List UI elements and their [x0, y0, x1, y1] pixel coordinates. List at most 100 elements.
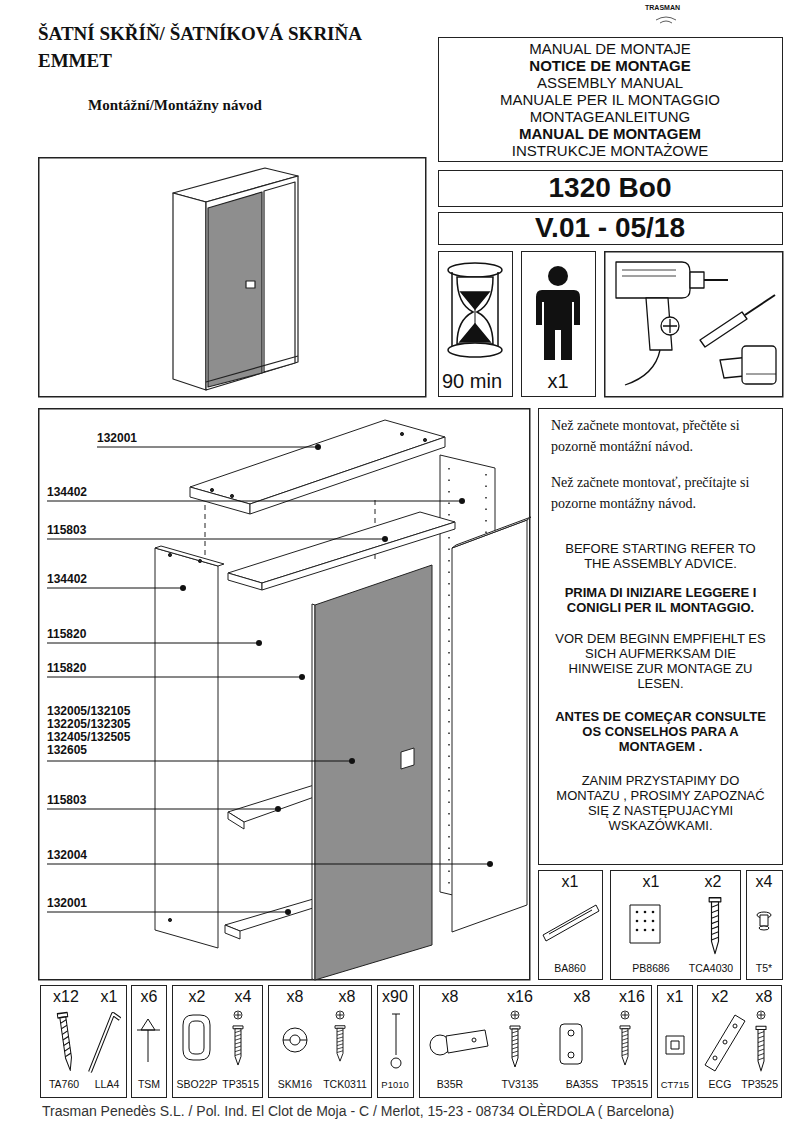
trasman-logo [656, 17, 676, 20]
tools-icon [745, 295, 775, 315]
language-title: MANUAL DE MONTAJE [439, 40, 781, 57]
part-number: 115803 [47, 793, 86, 807]
quantity: x8 [574, 987, 591, 1006]
hardware-icons [396, 1014, 397, 1055]
part-code: TV3135 [502, 1078, 539, 1091]
exploded-view [228, 573, 262, 590]
hardware-icons [759, 926, 769, 930]
frames [39, 158, 426, 397]
hardware-box: x8x8SKM16TCK0311 [268, 985, 372, 1098]
hardware-icons [644, 929, 647, 932]
tools-icon [661, 317, 679, 335]
hardware-icons [148, 1030, 149, 1062]
hardware-icons [290, 1035, 300, 1045]
wardrobe-preview [206, 356, 298, 382]
wardrobe-preview [173, 168, 298, 390]
leader-lines [47, 501, 462, 502]
leader-lines [47, 864, 490, 865]
hardware-icons [723, 1040, 727, 1044]
quantity: x1 [667, 987, 684, 1006]
leader-lines [47, 912, 288, 913]
quantity: x2 [189, 987, 206, 1006]
tools-icon [663, 319, 677, 333]
exploded-view [228, 812, 244, 829]
hardware-icons [510, 1026, 520, 1067]
hardware-box: x2x4SBO22PTP3515 [172, 985, 263, 1098]
part-code: TCA4030 [689, 962, 733, 975]
time-value: 90 min [442, 370, 502, 393]
hardware-icons [57, 1012, 75, 1071]
part-number: 115803 [47, 523, 86, 537]
tools-icon [616, 262, 690, 298]
tools-icon [690, 272, 704, 288]
hardware-icons [543, 905, 599, 941]
language-title: MANUALE PER IL MONTAGGIO [439, 91, 781, 108]
wardrobe-preview [173, 193, 206, 390]
hardware-icons [644, 920, 647, 923]
part-number: 132001 [47, 896, 87, 910]
exploded-view [315, 565, 432, 980]
part-number: 132605 [47, 744, 87, 757]
part-code: B35R [437, 1078, 463, 1091]
hardware-icons [652, 920, 655, 923]
part-number: 132205/132305 [47, 718, 130, 731]
part-code: TA760 [49, 1078, 79, 1091]
part-code: SBO22P [177, 1078, 218, 1091]
exploded-view [423, 438, 426, 441]
leader-dots [299, 674, 305, 680]
quantity: x8 [442, 987, 459, 1006]
hourglass-icon [448, 343, 502, 357]
part-code: TSM [138, 1078, 160, 1091]
leader-lines [47, 761, 352, 762]
quantity: x4 [756, 872, 773, 891]
hardware-icons [446, 1030, 488, 1053]
hardware-icons [636, 911, 639, 914]
wardrobe-preview [208, 192, 262, 387]
trasman-logo [660, 21, 672, 23]
quantity: x2 [712, 987, 729, 1006]
leader-lines [47, 539, 385, 540]
exploded-view [198, 559, 201, 562]
part-code: SKM16 [278, 1078, 312, 1091]
part-code: PB8686 [632, 962, 669, 975]
note-text: PRIMA DI INIZIARE LEGGERE I CONIGLI PER … [553, 585, 768, 615]
leader-dots [349, 758, 355, 764]
person-icon [536, 266, 580, 360]
leader-dots [315, 444, 321, 450]
hardware-icons [233, 1026, 243, 1065]
hardware-icons [568, 1052, 574, 1058]
quantity: x90 [382, 987, 408, 1006]
quantity: x2 [705, 872, 722, 891]
frames [39, 409, 530, 980]
note-text: Než začnete montovat, přečtěte si pozorn… [551, 415, 776, 457]
hardware-icons [733, 1024, 737, 1028]
part-number: 132005/132105 [47, 705, 130, 718]
hardware-icons [568, 1030, 574, 1036]
language-title: NOTICE DE MONTAGE [439, 57, 781, 74]
hardware-icons [636, 929, 639, 932]
exploded-view [190, 420, 445, 504]
hardware-icons [391, 1058, 401, 1068]
language-title: ASSEMBLY MANUAL [439, 74, 781, 91]
hardware-box: x90P1010 [377, 985, 414, 1098]
leader-dots [256, 640, 262, 646]
hardware-icons [189, 1021, 204, 1054]
tools-icon [622, 270, 676, 271]
hardware-icons [652, 929, 655, 932]
quantity: x4 [235, 987, 252, 1006]
note-text: Než začnete montovať, prečítajte si pozo… [551, 472, 776, 514]
exploded-view [155, 548, 218, 948]
hardware-icons [90, 1014, 120, 1072]
hardware-icons [283, 1040, 307, 1041]
leader-lines [47, 643, 259, 644]
exploded-view [400, 432, 403, 435]
frames [605, 252, 783, 397]
hardware-icons [652, 911, 655, 914]
part-code: BA35S [566, 1078, 599, 1091]
hardware-icons [472, 1038, 476, 1042]
exploded-view [155, 546, 224, 566]
part-code: TP3515 [611, 1078, 648, 1091]
note-text: ZANIM PRZYSTAPIMY DO MONTAZU , PROSIMY Z… [553, 773, 768, 833]
leader-dots [180, 585, 186, 591]
